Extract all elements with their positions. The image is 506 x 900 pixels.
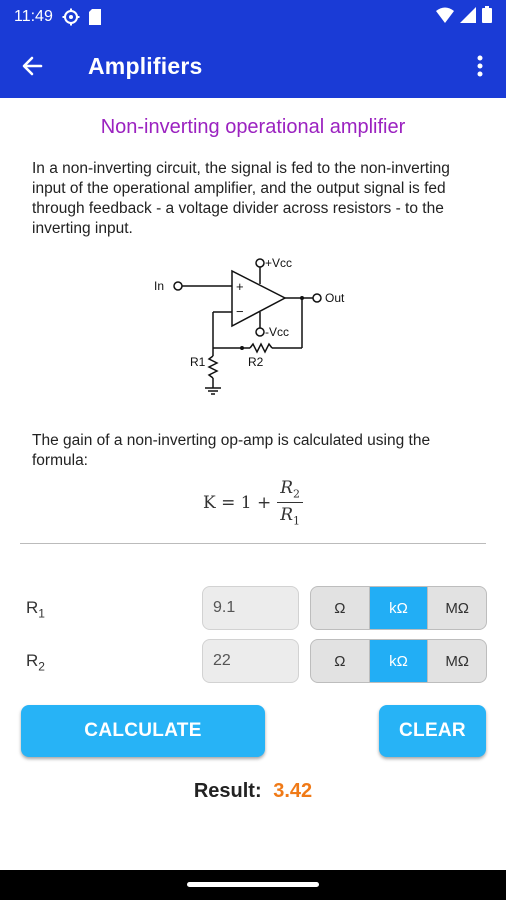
status-bar: 11:49 (0, 0, 506, 34)
home-gesture-handle[interactable] (187, 882, 319, 887)
result-display: Result: 3.42 (0, 780, 506, 803)
circuit-diagram: In Out +Vcc -Vcc R1 R2 + − (150, 256, 360, 406)
r1-unit-selector: Ω kΩ MΩ (310, 586, 487, 630)
page-heading: Non-inverting operational amplifier (100, 116, 406, 138)
r2-unit-mohm[interactable]: MΩ (445, 652, 470, 670)
r2-value-field[interactable]: 22 (202, 639, 299, 683)
r2-label: R2 (26, 651, 45, 674)
diagram-label-r2: R2 (248, 355, 264, 369)
r1-unit-ohm[interactable]: Ω (311, 587, 370, 629)
input-row-r2: R2 22 Ω kΩ MΩ (0, 639, 506, 683)
formula-lhs: K = 1 + (202, 492, 272, 513)
formula-denominator: R1 (280, 505, 301, 528)
input-row-r1: R1 9.1 Ω kΩ MΩ (0, 586, 506, 630)
app-bar: Amplifiers (0, 34, 506, 98)
divider (20, 543, 486, 544)
gain-text: The gain of a non-inverting op-amp is ca… (32, 432, 431, 469)
battery-icon (482, 6, 492, 28)
r1-value-field[interactable]: 9.1 (202, 586, 299, 630)
diagram-label-vcc-neg: -Vcc (265, 325, 289, 339)
result-label: Result: (193, 780, 262, 802)
arrow-back-icon (22, 56, 43, 76)
description-text: In a non-inverting circuit, the signal i… (32, 160, 450, 237)
r1-unit-kohm[interactable]: kΩ (369, 587, 429, 629)
r2-unit-selector: Ω kΩ MΩ (310, 639, 487, 683)
gain-formula: K = 1 + R2 R1 (0, 478, 506, 528)
diagram-label-minus: − (236, 304, 244, 319)
signal-icon (460, 6, 476, 28)
diagram-label-r1: R1 (190, 355, 206, 369)
diagram-label-plus: + (236, 279, 244, 294)
r2-unit-kohm[interactable]: kΩ (369, 640, 429, 682)
diagram-label-in: In (154, 279, 164, 293)
r1-unit-mohm[interactable]: MΩ (445, 599, 470, 617)
more-vert-icon (477, 55, 483, 77)
r1-label: R1 (26, 598, 45, 621)
status-time: 11:49 (14, 8, 53, 25)
clear-button[interactable]: CLEAR (379, 705, 486, 757)
sd-card-icon (85, 7, 105, 27)
diagram-label-vcc-pos: +Vcc (265, 256, 292, 270)
formula-fraction: R2 R1 (277, 478, 304, 528)
result-value: 3.42 (273, 780, 313, 802)
more-options-button[interactable] (454, 34, 506, 98)
diagram-label-out: Out (325, 291, 345, 305)
formula-numerator: R2 (277, 478, 304, 504)
app-title: Amplifiers (88, 52, 203, 79)
r2-unit-ohm[interactable]: Ω (311, 640, 370, 682)
calculate-button[interactable]: CALCULATE (21, 705, 265, 757)
system-nav-bar (0, 870, 506, 900)
settings-icon (61, 7, 81, 27)
back-button[interactable] (0, 34, 64, 98)
content-area: Non-inverting operational amplifier In a… (0, 98, 506, 802)
wifi-icon (436, 7, 454, 28)
